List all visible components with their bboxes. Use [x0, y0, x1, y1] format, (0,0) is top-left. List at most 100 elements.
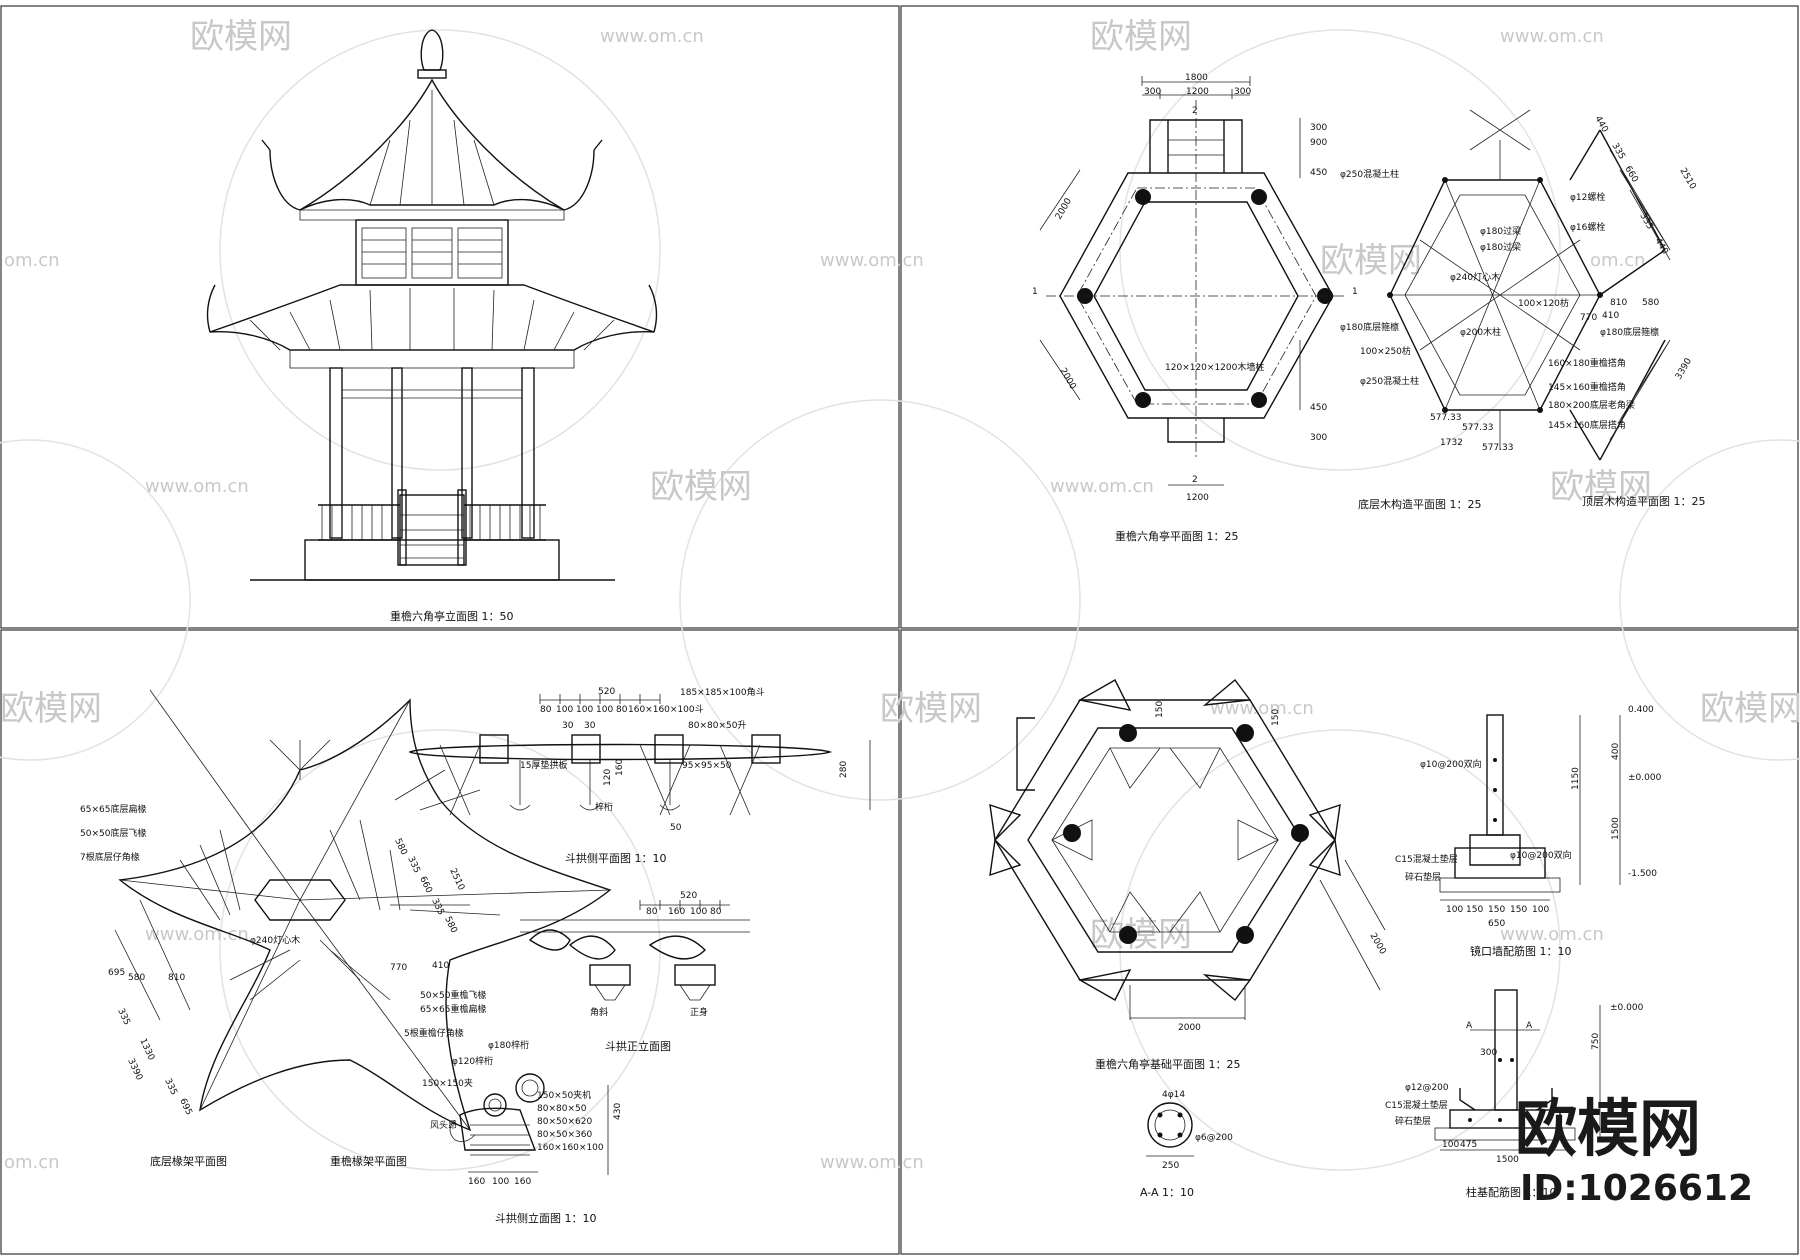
rafter-label: 5根重檐仔角椽	[404, 1027, 464, 1039]
section-mark-2: 2	[1192, 106, 1198, 116]
section-aa-label: 4φ14	[1162, 1090, 1185, 1100]
watermark-url: www.om.cn	[145, 924, 249, 945]
bracket-dim: 80	[616, 705, 628, 715]
wood-dim: 1732	[1440, 438, 1463, 448]
pier-dim: A	[1466, 1021, 1473, 1031]
bracket-side-plan-drawing	[408, 694, 871, 816]
wood-label: φ180过梁	[1480, 241, 1521, 253]
bracket-label: 梓桁	[595, 801, 613, 813]
wood-label: 145×160底层搭角	[1548, 419, 1626, 431]
bracket-label: 185×185×100角斗	[680, 686, 765, 698]
bracket-front-dim: 520	[680, 891, 697, 901]
bracket-side-dim: 100	[492, 1177, 509, 1187]
bracket-side-label: 160×160×100	[537, 1143, 604, 1153]
wood-label: 145×160重檐搭角	[1548, 381, 1626, 393]
plinth-dim: 1500	[1611, 817, 1621, 840]
watermark-url: om.cn	[4, 250, 60, 271]
wood-label: φ250混凝土柱	[1340, 168, 1399, 180]
pier-label: 碎石垫层	[1395, 1115, 1431, 1127]
bracket-front-dim: 80	[710, 907, 722, 917]
plinth-label: φ10@200双向	[1420, 758, 1482, 770]
section-aa-title: A-A 1：10	[1140, 1186, 1194, 1199]
rafter-lower-title: 底层椽架平面图	[150, 1154, 227, 1168]
wood-label: φ180过梁	[1480, 225, 1521, 237]
panel-frame-bottom-right	[900, 629, 1799, 1255]
hexagon-plan-drawing	[1039, 76, 1346, 486]
rafter-label: 65×65重檐扁椽	[420, 1003, 486, 1015]
bracket-side-label: 80×50×360	[537, 1130, 592, 1140]
section-aa-dim: 250	[1162, 1161, 1179, 1171]
bracket-dim: 120	[603, 769, 613, 786]
bracket-side-dim: 160	[468, 1177, 485, 1187]
pier-label: C15混凝土垫层	[1385, 1099, 1448, 1111]
watermark-url: www.om.cn	[1210, 698, 1314, 719]
plan-note: 120×120×1200木墙柱	[1165, 361, 1264, 373]
plinth-dim: 100	[1446, 905, 1463, 915]
pier-label: φ12@200	[1405, 1083, 1449, 1093]
bracket-side-label: φ120梓桁	[452, 1055, 493, 1067]
plan-dim-top-m: 1200	[1186, 87, 1209, 97]
bracket-side-label: φ180梓桁	[488, 1039, 529, 1051]
pier-dim: 300	[1480, 1048, 1497, 1058]
plinth-dim: 1150	[1571, 767, 1581, 790]
watermark-url: www.om.cn	[820, 1152, 924, 1173]
watermark-cn: 欧模网	[1320, 241, 1422, 281]
pier-dim: A	[1526, 1021, 1533, 1031]
panel-frame-top-left	[0, 5, 900, 629]
bracket-side-elevation-drawing	[449, 1073, 609, 1175]
wood-label: φ180底层箍檩	[1340, 321, 1399, 333]
plinth-label: 碎石垫层	[1405, 871, 1441, 883]
watermark-layer	[0, 29, 1800, 1171]
bracket-dim: 100	[576, 705, 593, 715]
rafter-dim: 580	[128, 973, 145, 983]
elevation-title: 重檐六角亭立面图 1：50	[390, 609, 514, 623]
section-mark-2: 2	[1192, 475, 1198, 485]
foundation-dim: 2000	[1178, 1023, 1201, 1033]
section-aa-label: φ6@200	[1195, 1133, 1233, 1143]
bracket-front-label: 角斜	[590, 1006, 608, 1018]
plinth-dim: 150	[1488, 905, 1505, 915]
bracket-side-plan-title: 斗拱侧平面图 1：10	[565, 851, 667, 865]
bracket-side-label: 150×50夹机	[537, 1089, 591, 1101]
pier-level: ±0.000	[1610, 1003, 1644, 1013]
plinth-dim: 400	[1611, 743, 1621, 760]
bracket-front-dim: 100	[690, 907, 707, 917]
plan-dim-top: 1800	[1185, 73, 1208, 83]
plan-dim-top-l: 300	[1144, 87, 1161, 97]
watermark-url: www.om.cn	[1050, 476, 1154, 497]
watermark-cn: 欧模网	[880, 689, 982, 729]
wood-label: 180×200底层老角梁	[1548, 399, 1635, 411]
pier-dim: 100	[1442, 1140, 1459, 1150]
plan-dim-stair: 450	[1310, 168, 1327, 178]
rafter-upper-title: 重檐椽架平面图	[330, 1154, 407, 1168]
plinth-level: ±0.000	[1628, 773, 1662, 783]
bracket-front-dim: 160	[668, 907, 685, 917]
rafter-dim: 410	[432, 961, 449, 971]
plinth-label: C15混凝土垫层	[1395, 853, 1458, 865]
bracket-front-dim: 80	[646, 907, 658, 917]
watermark-url: www.om.cn	[1500, 26, 1604, 47]
rafter-label: 7根底层仔角椽	[80, 851, 140, 863]
wood-dim: 577.33	[1430, 413, 1462, 423]
bracket-side-elev-title: 斗拱侧立面图 1：10	[495, 1211, 597, 1225]
bracket-dim: 80	[540, 705, 552, 715]
watermark-url: om.cn	[1590, 250, 1646, 271]
wood-label: 100×250枋	[1360, 345, 1411, 357]
bracket-dim: 280	[839, 761, 849, 778]
pavilion-elevation-drawing	[206, 29, 658, 581]
bracket-side-label: 150×150夹	[422, 1077, 473, 1089]
bracket-front-title: 斗拱正立面图	[605, 1039, 671, 1053]
plan-title: 重檐六角亭平面图 1：25	[1115, 529, 1239, 543]
plinth-title: 镜口墙配筋图 1：10	[1470, 944, 1572, 958]
bracket-side-dim: 160	[514, 1177, 531, 1187]
rafter-label: 50×50重檐飞椽	[420, 989, 486, 1001]
bracket-label: 80×80×50升	[688, 720, 746, 731]
watermark-url: om.cn	[4, 1152, 60, 1173]
plan-dim-stair: 300	[1310, 433, 1327, 443]
pier-dim: 475	[1460, 1140, 1477, 1150]
watermark-cn: 欧模网	[1550, 467, 1652, 507]
pier-footing-drawing	[1434, 989, 1601, 1151]
wood-dim: 410	[1602, 311, 1619, 321]
bracket-dim: 30	[584, 721, 596, 731]
